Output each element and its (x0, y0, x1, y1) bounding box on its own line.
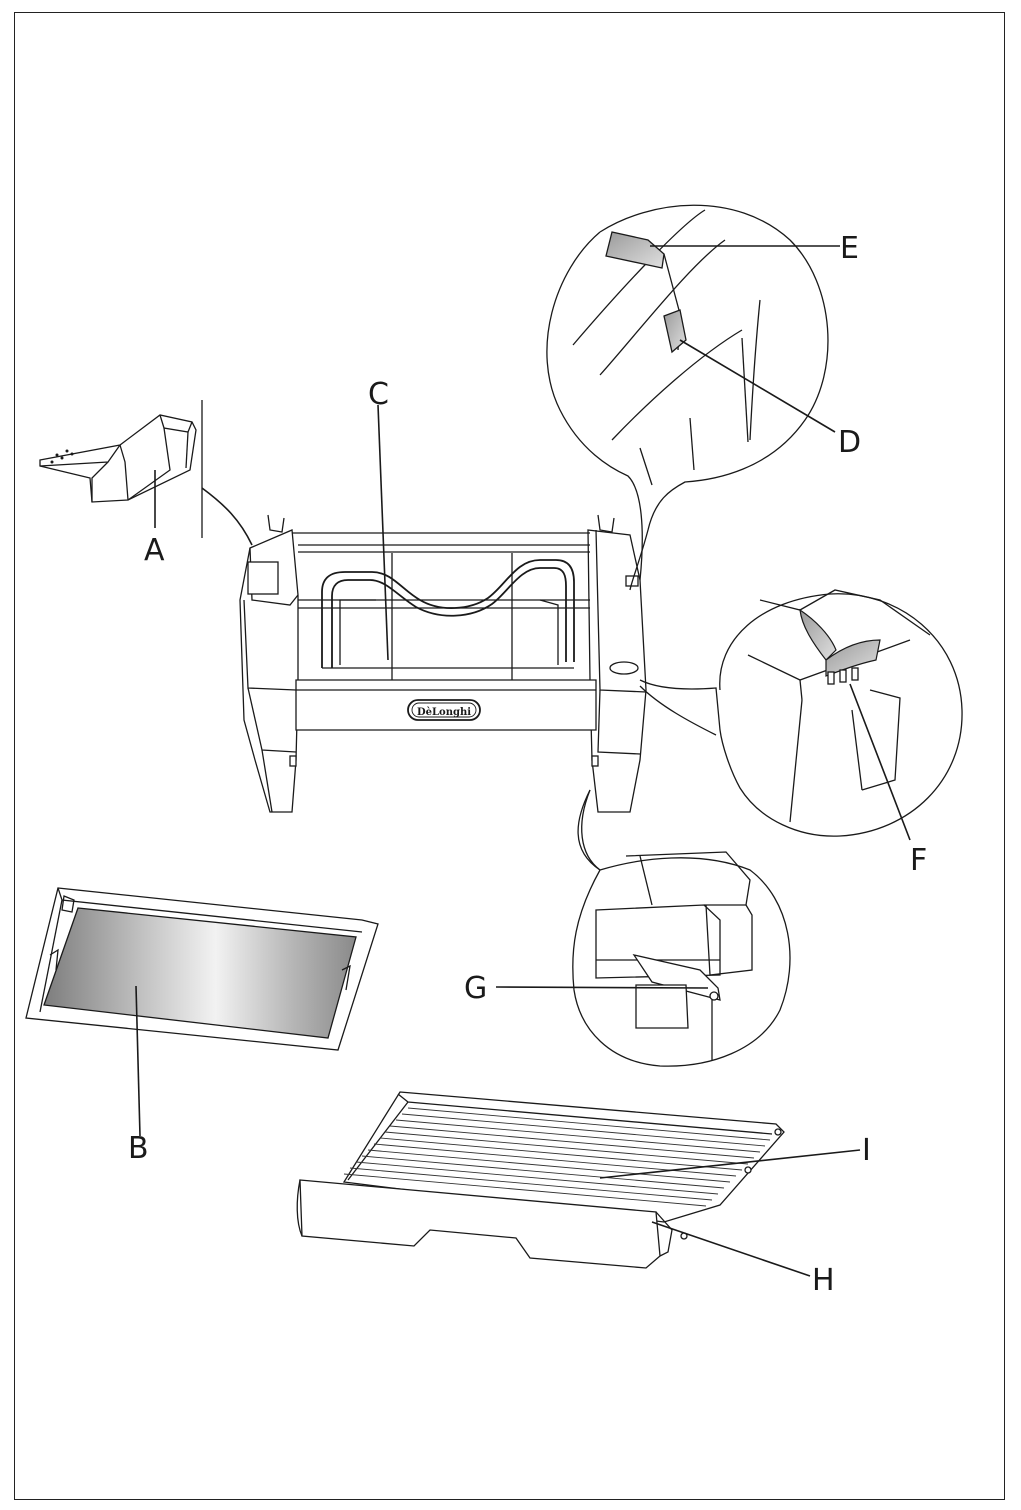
label-a: A (144, 533, 165, 568)
label-f: F (910, 843, 927, 878)
label-e: E (840, 231, 859, 266)
part-b-plate (25, 887, 379, 1137)
label-g: G (464, 971, 487, 1006)
brand-logo: DèLonghi (417, 707, 471, 718)
part-a-tray (39, 400, 253, 546)
detail-circle-f (639, 589, 963, 841)
label-c: C (368, 377, 389, 412)
label-b: B (128, 1131, 149, 1166)
label-i: I (862, 1133, 871, 1168)
label-h: H (812, 1263, 835, 1298)
detail-circle-g (495, 789, 791, 1067)
label-d: D (838, 425, 861, 460)
page-border (14, 12, 1005, 1500)
appliance-body: DèLonghi (239, 404, 647, 813)
detail-circle-de (546, 204, 840, 591)
part-hi-tray-grid (296, 1091, 861, 1277)
